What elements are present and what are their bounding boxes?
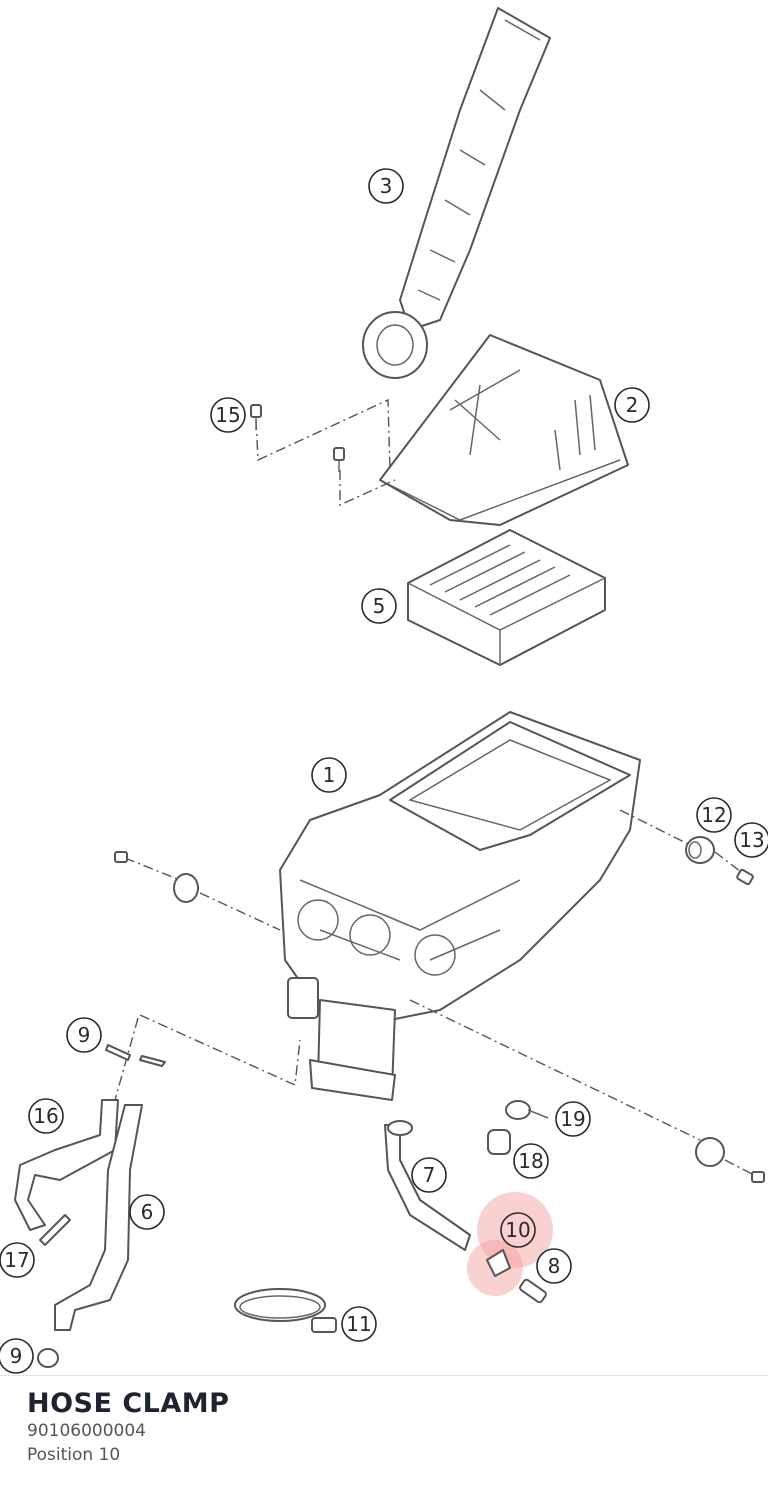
callout-17[interactable]: 17 bbox=[0, 1242, 35, 1278]
svg-text:5: 5 bbox=[373, 594, 386, 618]
svg-text:3: 3 bbox=[380, 174, 393, 198]
grommet-12 bbox=[685, 836, 715, 864]
hose-clamp-10 bbox=[486, 1249, 511, 1277]
svg-text:11: 11 bbox=[346, 1312, 371, 1336]
callout-5[interactable]: 5 bbox=[361, 588, 397, 624]
hose-7 bbox=[384, 1124, 471, 1251]
mount-dash-line-left bbox=[124, 857, 281, 931]
svg-text:17: 17 bbox=[4, 1248, 29, 1272]
svg-text:2: 2 bbox=[626, 393, 639, 417]
bolt-lower-right bbox=[751, 1171, 765, 1183]
svg-text:18: 18 bbox=[518, 1149, 543, 1173]
svg-text:19: 19 bbox=[560, 1107, 585, 1131]
exploded-parts-diagram: 3 15 2 5 1 12 13 9 16 19 18 7 6 10 8 17 … bbox=[0, 7, 768, 1374]
callout-13[interactable]: 13 bbox=[734, 822, 768, 858]
screw-15-b bbox=[333, 447, 345, 472]
air-filter bbox=[407, 529, 606, 666]
svg-text:13: 13 bbox=[739, 828, 764, 852]
svg-text:16: 16 bbox=[33, 1104, 58, 1128]
bolt-13 bbox=[736, 868, 754, 886]
svg-text:7: 7 bbox=[423, 1163, 436, 1187]
callout-18[interactable]: 18 bbox=[513, 1143, 549, 1179]
svg-text:15: 15 bbox=[215, 403, 240, 427]
callout-19[interactable]: 19 bbox=[555, 1101, 591, 1137]
callout-11[interactable]: 11 bbox=[341, 1306, 377, 1342]
fitting-8 bbox=[519, 1278, 547, 1304]
svg-text:10: 10 bbox=[505, 1218, 530, 1242]
callout-3[interactable]: 3 bbox=[368, 168, 404, 204]
screw-dash-line-15 bbox=[255, 398, 396, 507]
callout-6[interactable]: 6 bbox=[129, 1194, 165, 1230]
mount-dash-line-right bbox=[619, 809, 746, 876]
intake-snorkel bbox=[362, 7, 551, 379]
clamp-17 bbox=[39, 1214, 71, 1246]
svg-text:8: 8 bbox=[548, 1254, 561, 1278]
callout-9-upper[interactable]: 9 bbox=[66, 1017, 102, 1053]
svg-text:6: 6 bbox=[141, 1200, 154, 1224]
svg-text:12: 12 bbox=[701, 803, 726, 827]
band-clamp-11 bbox=[234, 1288, 337, 1333]
hose-clip-9-upper bbox=[105, 1044, 166, 1067]
airbox-lid bbox=[379, 334, 629, 526]
mount-dash-line-lower-right bbox=[409, 999, 761, 1179]
part-name: HOSE CLAMP bbox=[27, 1388, 230, 1419]
part-number: 90106000004 bbox=[27, 1421, 146, 1441]
callout-1[interactable]: 1 bbox=[311, 757, 347, 793]
drain-hose-6 bbox=[54, 1104, 143, 1331]
svg-text:9: 9 bbox=[10, 1344, 23, 1368]
hose-clip-9-lower bbox=[37, 1348, 59, 1368]
grommet-lower-right bbox=[695, 1137, 725, 1167]
callout-9-lower[interactable]: 9 bbox=[0, 1338, 34, 1374]
part-position: Position 10 bbox=[27, 1445, 121, 1465]
grommet-left bbox=[173, 873, 199, 903]
screw-15-a bbox=[250, 404, 262, 430]
callout-15[interactable]: 15 bbox=[210, 397, 246, 433]
hose-clamp-10-highlight bbox=[467, 1192, 553, 1296]
part-info-panel: HOSE CLAMP 90106000004 Position 10 bbox=[27, 1388, 229, 1467]
callout-12[interactable]: 12 bbox=[696, 797, 732, 833]
airbox-body bbox=[279, 711, 641, 1101]
callout-10[interactable]: 10 bbox=[500, 1212, 536, 1248]
callout-2[interactable]: 2 bbox=[614, 387, 650, 423]
callout-16[interactable]: 16 bbox=[28, 1098, 64, 1134]
plug-18 bbox=[487, 1129, 511, 1155]
bolt-left bbox=[114, 851, 128, 863]
callout-8[interactable]: 8 bbox=[536, 1248, 572, 1284]
clip-19 bbox=[505, 1100, 549, 1120]
callout-7[interactable]: 7 bbox=[411, 1157, 447, 1193]
divider bbox=[0, 1375, 768, 1376]
svg-text:9: 9 bbox=[78, 1023, 91, 1047]
svg-text:1: 1 bbox=[323, 763, 336, 787]
